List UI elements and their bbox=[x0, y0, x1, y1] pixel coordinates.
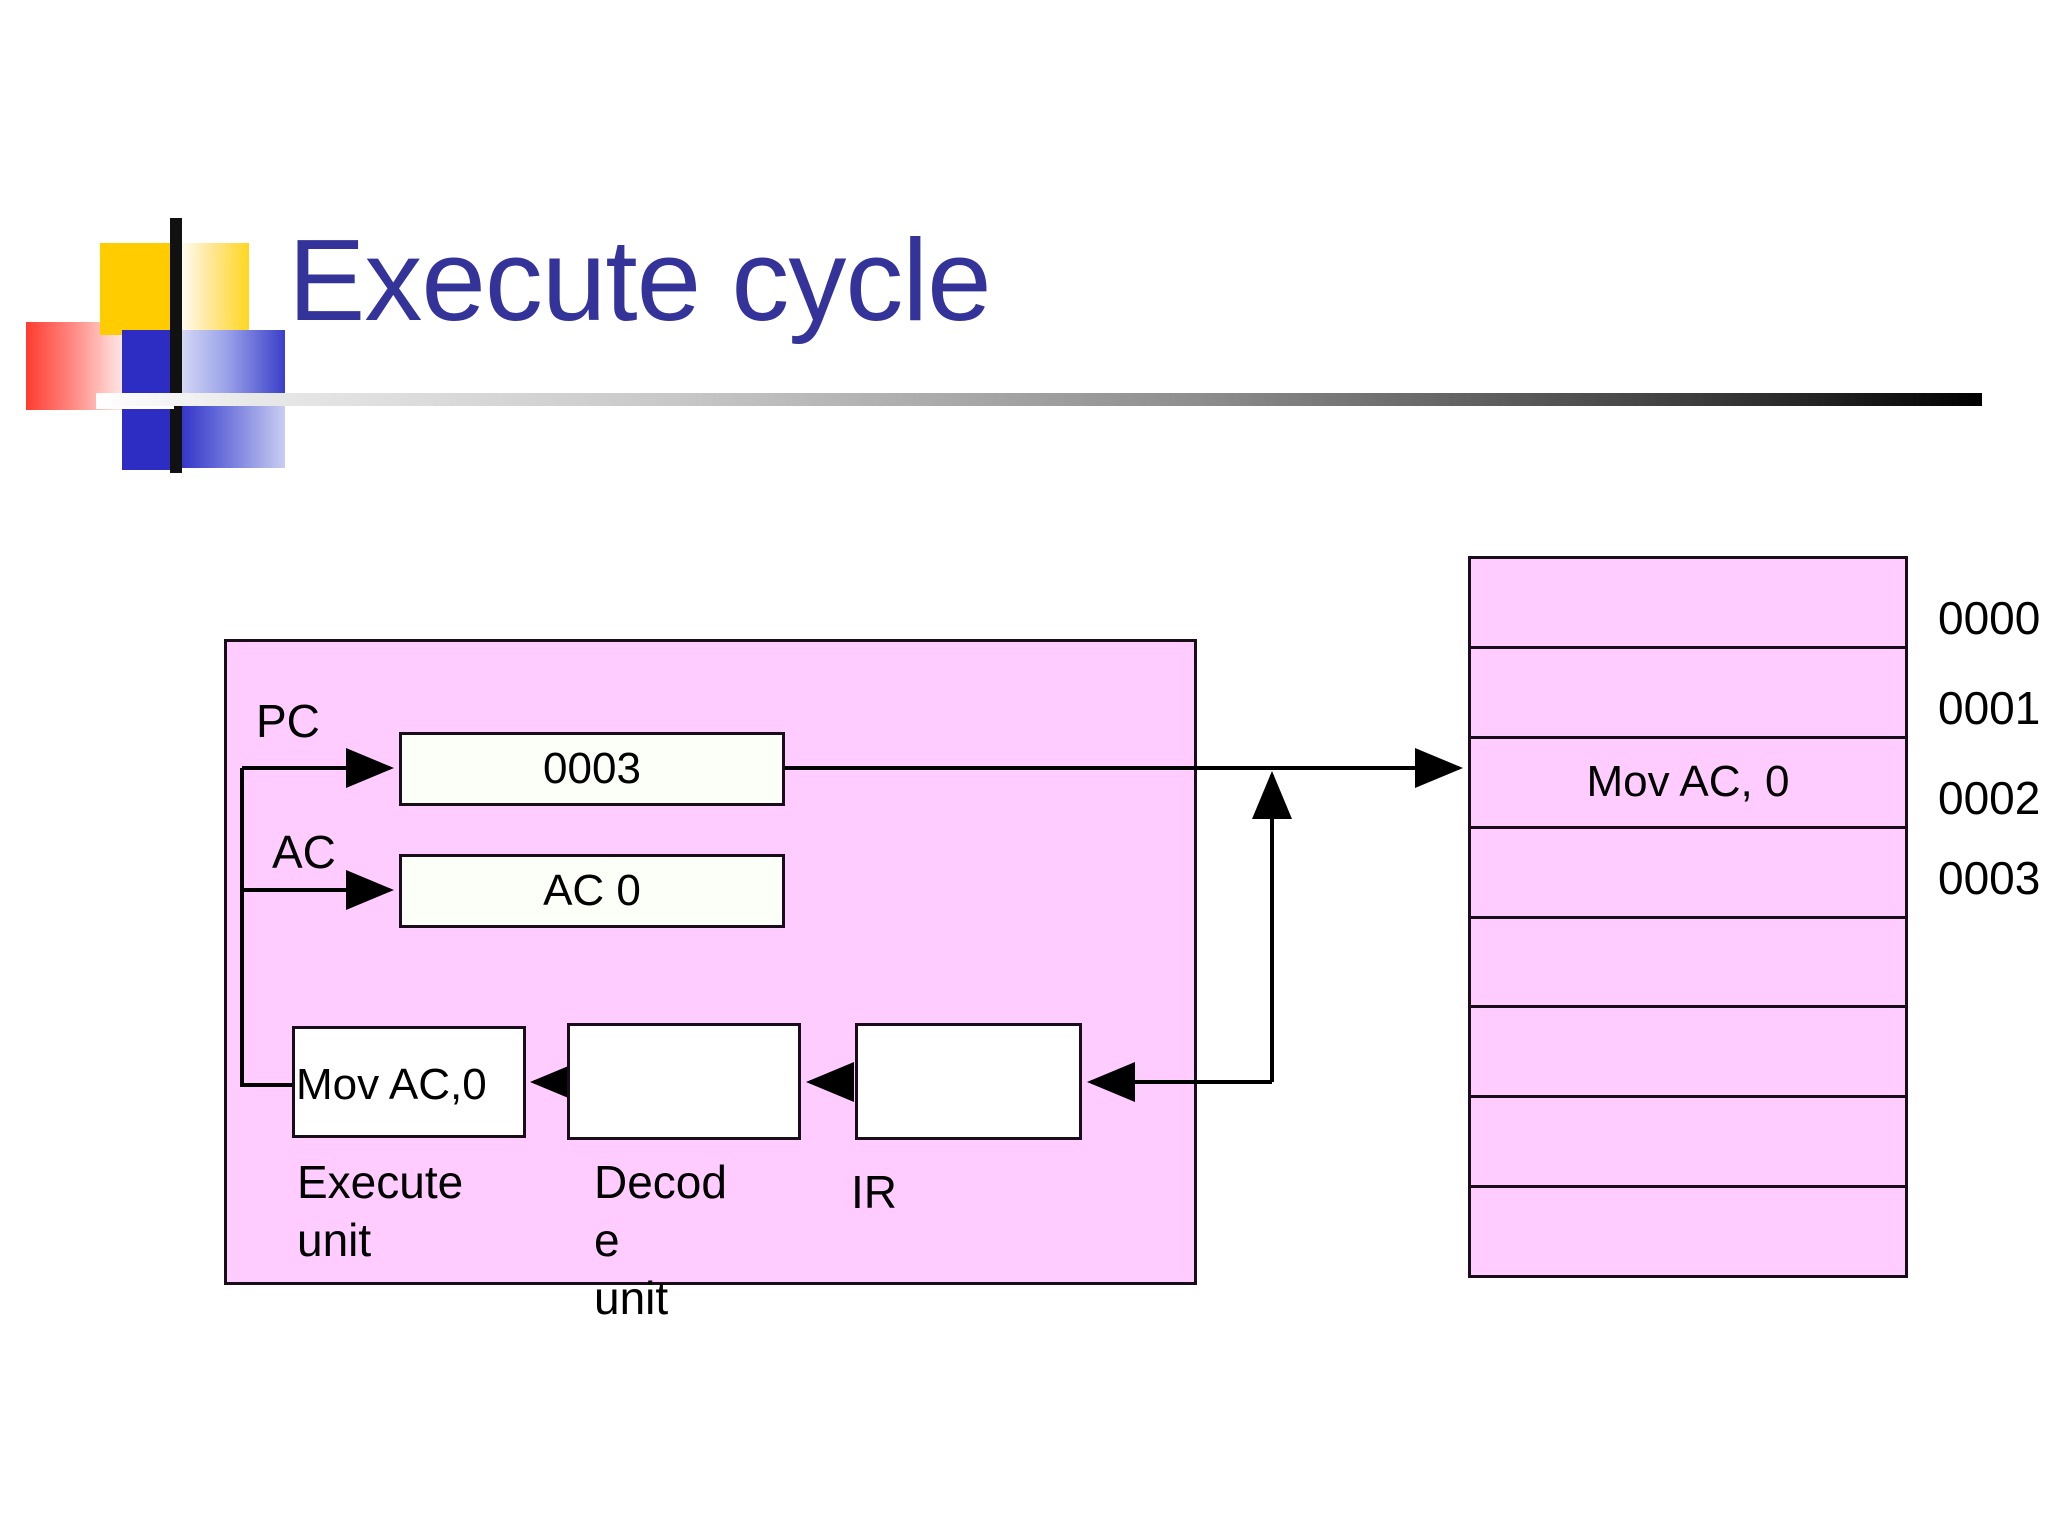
execute-unit-box[interactable] bbox=[292, 1026, 526, 1138]
pc-register-label: PC bbox=[256, 695, 320, 747]
memory-address-label: 0003 bbox=[1938, 852, 2041, 904]
logo-yellow-square-icon bbox=[100, 243, 174, 335]
logo-blue-gradient-square-icon bbox=[180, 330, 285, 402]
page-title: Execute cycle bbox=[288, 215, 992, 345]
title-divider-rule bbox=[96, 393, 1982, 406]
memory-row[interactable] bbox=[1471, 1188, 1905, 1275]
memory-row[interactable] bbox=[1471, 1098, 1905, 1189]
memory-row[interactable] bbox=[1471, 648, 1905, 739]
memory-row[interactable] bbox=[1471, 559, 1905, 649]
decode-unit-box[interactable] bbox=[567, 1023, 801, 1140]
ac-register-value[interactable]: AC 0 bbox=[399, 854, 785, 928]
pc-register-value[interactable]: 0003 bbox=[399, 732, 785, 806]
memory-table: Mov AC, 0 bbox=[1468, 556, 1908, 1278]
instruction-register-box[interactable] bbox=[855, 1023, 1082, 1140]
memory-address-label: 0002 bbox=[1938, 772, 2041, 824]
execute-unit-value: Mov AC,0 bbox=[296, 1060, 487, 1109]
memory-address-label: 0000 bbox=[1938, 592, 2041, 644]
memory-address-label: 0001 bbox=[1938, 682, 2041, 734]
decode-unit-label-line1: Decod bbox=[594, 1156, 727, 1208]
execute-unit-label-line1: Execute bbox=[297, 1156, 464, 1208]
instruction-register-label: IR bbox=[851, 1166, 897, 1218]
memory-row[interactable]: Mov AC, 0 bbox=[1471, 738, 1905, 829]
execute-unit-label-line2: unit bbox=[297, 1214, 372, 1266]
ac-register-label: AC bbox=[272, 826, 336, 878]
edge-bus-vertical bbox=[240, 768, 292, 1087]
logo-black-vertical-bar-icon bbox=[170, 218, 182, 473]
decode-unit-label-line3: unit bbox=[594, 1272, 669, 1324]
slide-header: Execute cycle bbox=[0, 0, 2048, 473]
memory-row[interactable] bbox=[1471, 1008, 1905, 1099]
decode-unit-label-line2: e bbox=[594, 1214, 620, 1266]
memory-row[interactable] bbox=[1471, 828, 1905, 919]
memory-row[interactable] bbox=[1471, 918, 1905, 1009]
logo-yellow-gradient-square-icon bbox=[177, 243, 249, 335]
